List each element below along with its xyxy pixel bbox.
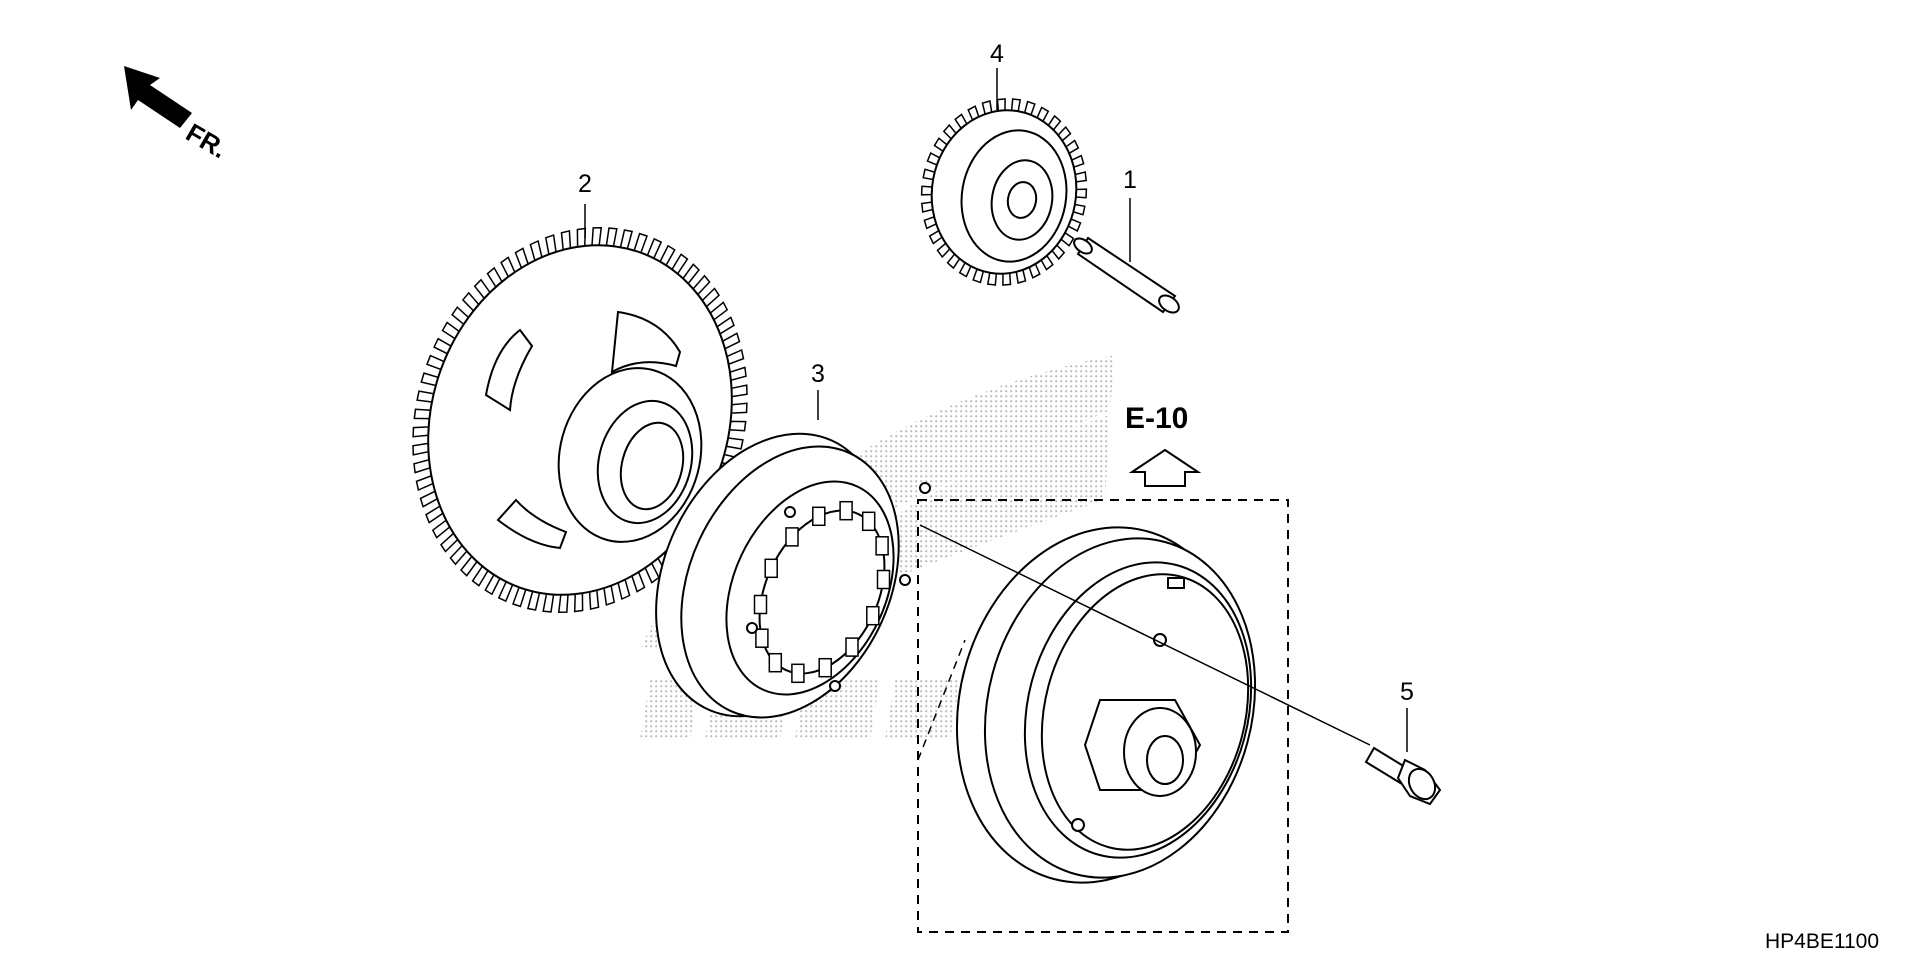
flywheel-icon	[955, 526, 1257, 884]
reference-label: E-10	[1125, 402, 1188, 435]
callout-number: 2	[578, 170, 592, 198]
reference-arrow-icon	[1128, 448, 1202, 487]
callout-number: 1	[1123, 166, 1137, 194]
callout-number: 5	[1400, 678, 1414, 706]
callout-number: 4	[990, 40, 1004, 68]
e10-reference: E-10	[917, 402, 1289, 933]
pin-icon	[1073, 236, 1180, 314]
callout-4: 4	[990, 40, 1004, 110]
flywheel-reference-box	[917, 499, 1289, 933]
diagram-code: HP4BE1100	[1765, 930, 1879, 953]
callout-number: 3	[811, 360, 825, 388]
starter-clutch-icon	[655, 432, 931, 719]
direction-label: FR.	[181, 117, 232, 164]
front-direction-arrow-icon: FR.	[124, 66, 232, 164]
callout-5: 5	[1400, 678, 1414, 752]
bolt-leader-line	[919, 524, 1371, 746]
idle-gear-icon	[920, 98, 1088, 286]
starter-driven-gear-icon	[412, 227, 748, 613]
callout-3: 3	[811, 360, 825, 420]
flange-bolt-icon	[1364, 746, 1442, 806]
callout-2: 2	[578, 170, 592, 238]
callout-1: 1	[1123, 166, 1137, 262]
